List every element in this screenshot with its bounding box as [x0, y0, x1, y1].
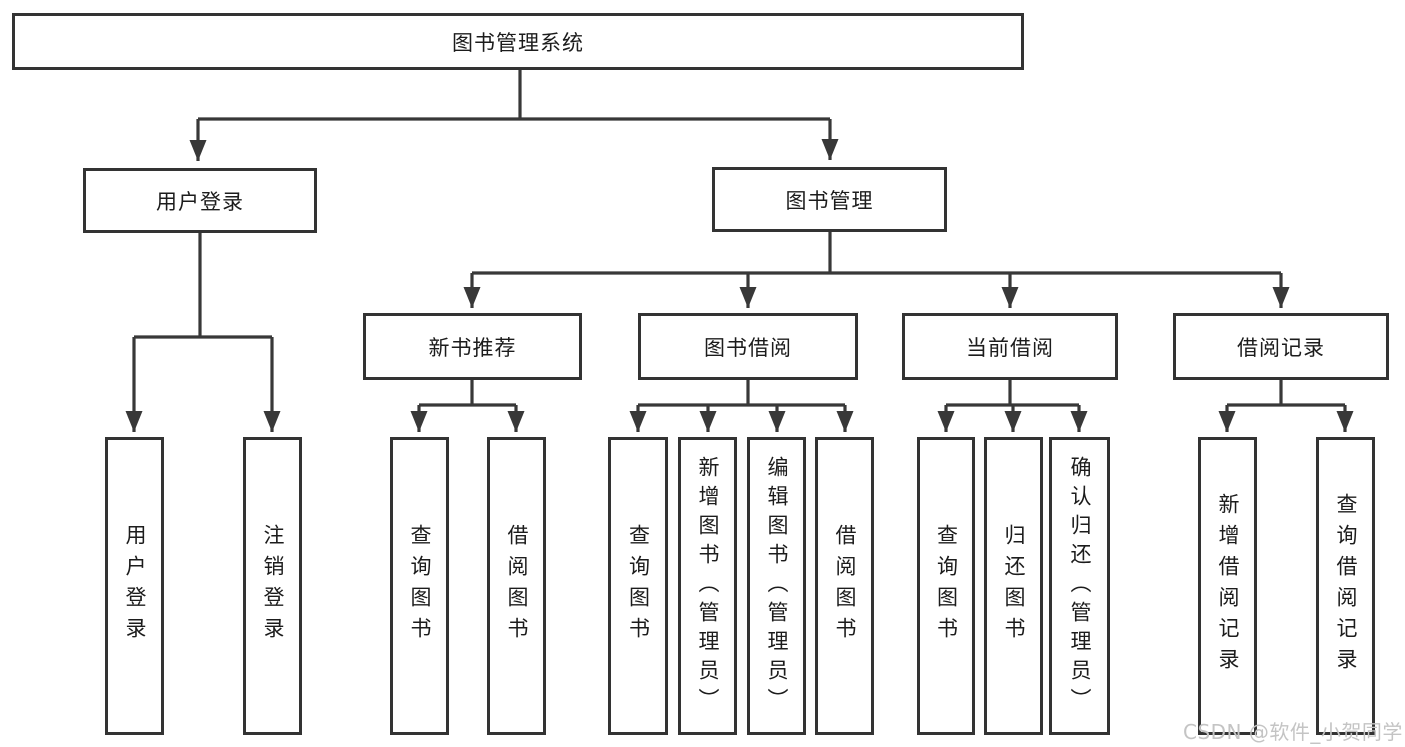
node-root: 图书管理系统	[12, 13, 1024, 70]
node-leaf-query-borrow-record-label: 查询借阅记录	[1334, 493, 1358, 679]
edges-user-login	[125, 233, 281, 432]
node-leaf-query-books-2-label: 查询图书	[626, 524, 651, 648]
node-leaf-edit-book-admin: 编辑图书（管理员）	[747, 437, 806, 735]
edges-current-borrow	[937, 380, 1088, 432]
node-leaf-return-book: 归还图书	[984, 437, 1043, 735]
node-book-borrow: 图书借阅	[638, 313, 858, 380]
node-new-book-recommend-label: 新书推荐	[428, 335, 517, 360]
node-leaf-edit-book-admin-label: 编辑图书（管理员）	[765, 455, 789, 717]
node-leaf-add-borrow-record: 新增借阅记录	[1198, 437, 1257, 735]
node-leaf-confirm-return-admin-label: 确认归还（管理员）	[1068, 455, 1092, 717]
node-root-label: 图书管理系统	[452, 30, 584, 55]
node-leaf-borrow-books-2: 借阅图书	[815, 437, 874, 735]
node-user-login-label: 用户登录	[156, 189, 244, 214]
node-leaf-query-books-3: 查询图书	[917, 437, 975, 735]
node-book-management: 图书管理	[712, 167, 947, 232]
node-new-book-recommend: 新书推荐	[363, 313, 582, 380]
node-leaf-query-books-2: 查询图书	[608, 437, 668, 735]
node-leaf-query-books-1-label: 查询图书	[408, 524, 432, 648]
node-current-borrow: 当前借阅	[902, 313, 1118, 380]
edges-book-borrow	[629, 380, 854, 432]
node-leaf-query-borrow-record: 查询借阅记录	[1316, 437, 1375, 735]
node-leaf-query-books-3-label: 查询图书	[934, 524, 959, 648]
node-leaf-add-book-admin: 新增图书（管理员）	[678, 437, 737, 735]
edges-root-to-level2	[189, 70, 839, 161]
watermark: CSDN @软件_小贺同学	[1183, 720, 1403, 744]
node-leaf-add-borrow-record-label: 新增借阅记录	[1216, 493, 1240, 679]
node-leaf-confirm-return-admin: 确认归还（管理员）	[1049, 437, 1110, 735]
node-current-borrow-label: 当前借阅	[966, 335, 1054, 360]
edges-borrow-records	[1218, 380, 1354, 432]
node-leaf-borrow-books-1: 借阅图书	[487, 437, 546, 735]
node-user-login: 用户登录	[83, 168, 317, 233]
node-leaf-logout: 注销登录	[243, 437, 302, 735]
node-leaf-user-login: 用户登录	[105, 437, 164, 735]
node-leaf-borrow-books-1-label: 借阅图书	[505, 524, 529, 648]
edges-book-management	[463, 232, 1290, 308]
edges-new-book-recommend	[410, 380, 525, 432]
node-leaf-logout-label: 注销登录	[261, 524, 285, 648]
node-borrow-records: 借阅记录	[1173, 313, 1389, 380]
node-book-management-label: 图书管理	[785, 188, 874, 213]
node-book-borrow-label: 图书借阅	[704, 335, 792, 360]
node-leaf-user-login-label: 用户登录	[123, 524, 147, 648]
node-leaf-borrow-books-2-label: 借阅图书	[833, 524, 857, 648]
node-borrow-records-label: 借阅记录	[1237, 335, 1325, 360]
node-leaf-query-books-1: 查询图书	[390, 437, 449, 735]
node-leaf-add-book-admin-label: 新增图书（管理员）	[696, 455, 720, 717]
node-leaf-return-book-label: 归还图书	[1002, 524, 1026, 648]
